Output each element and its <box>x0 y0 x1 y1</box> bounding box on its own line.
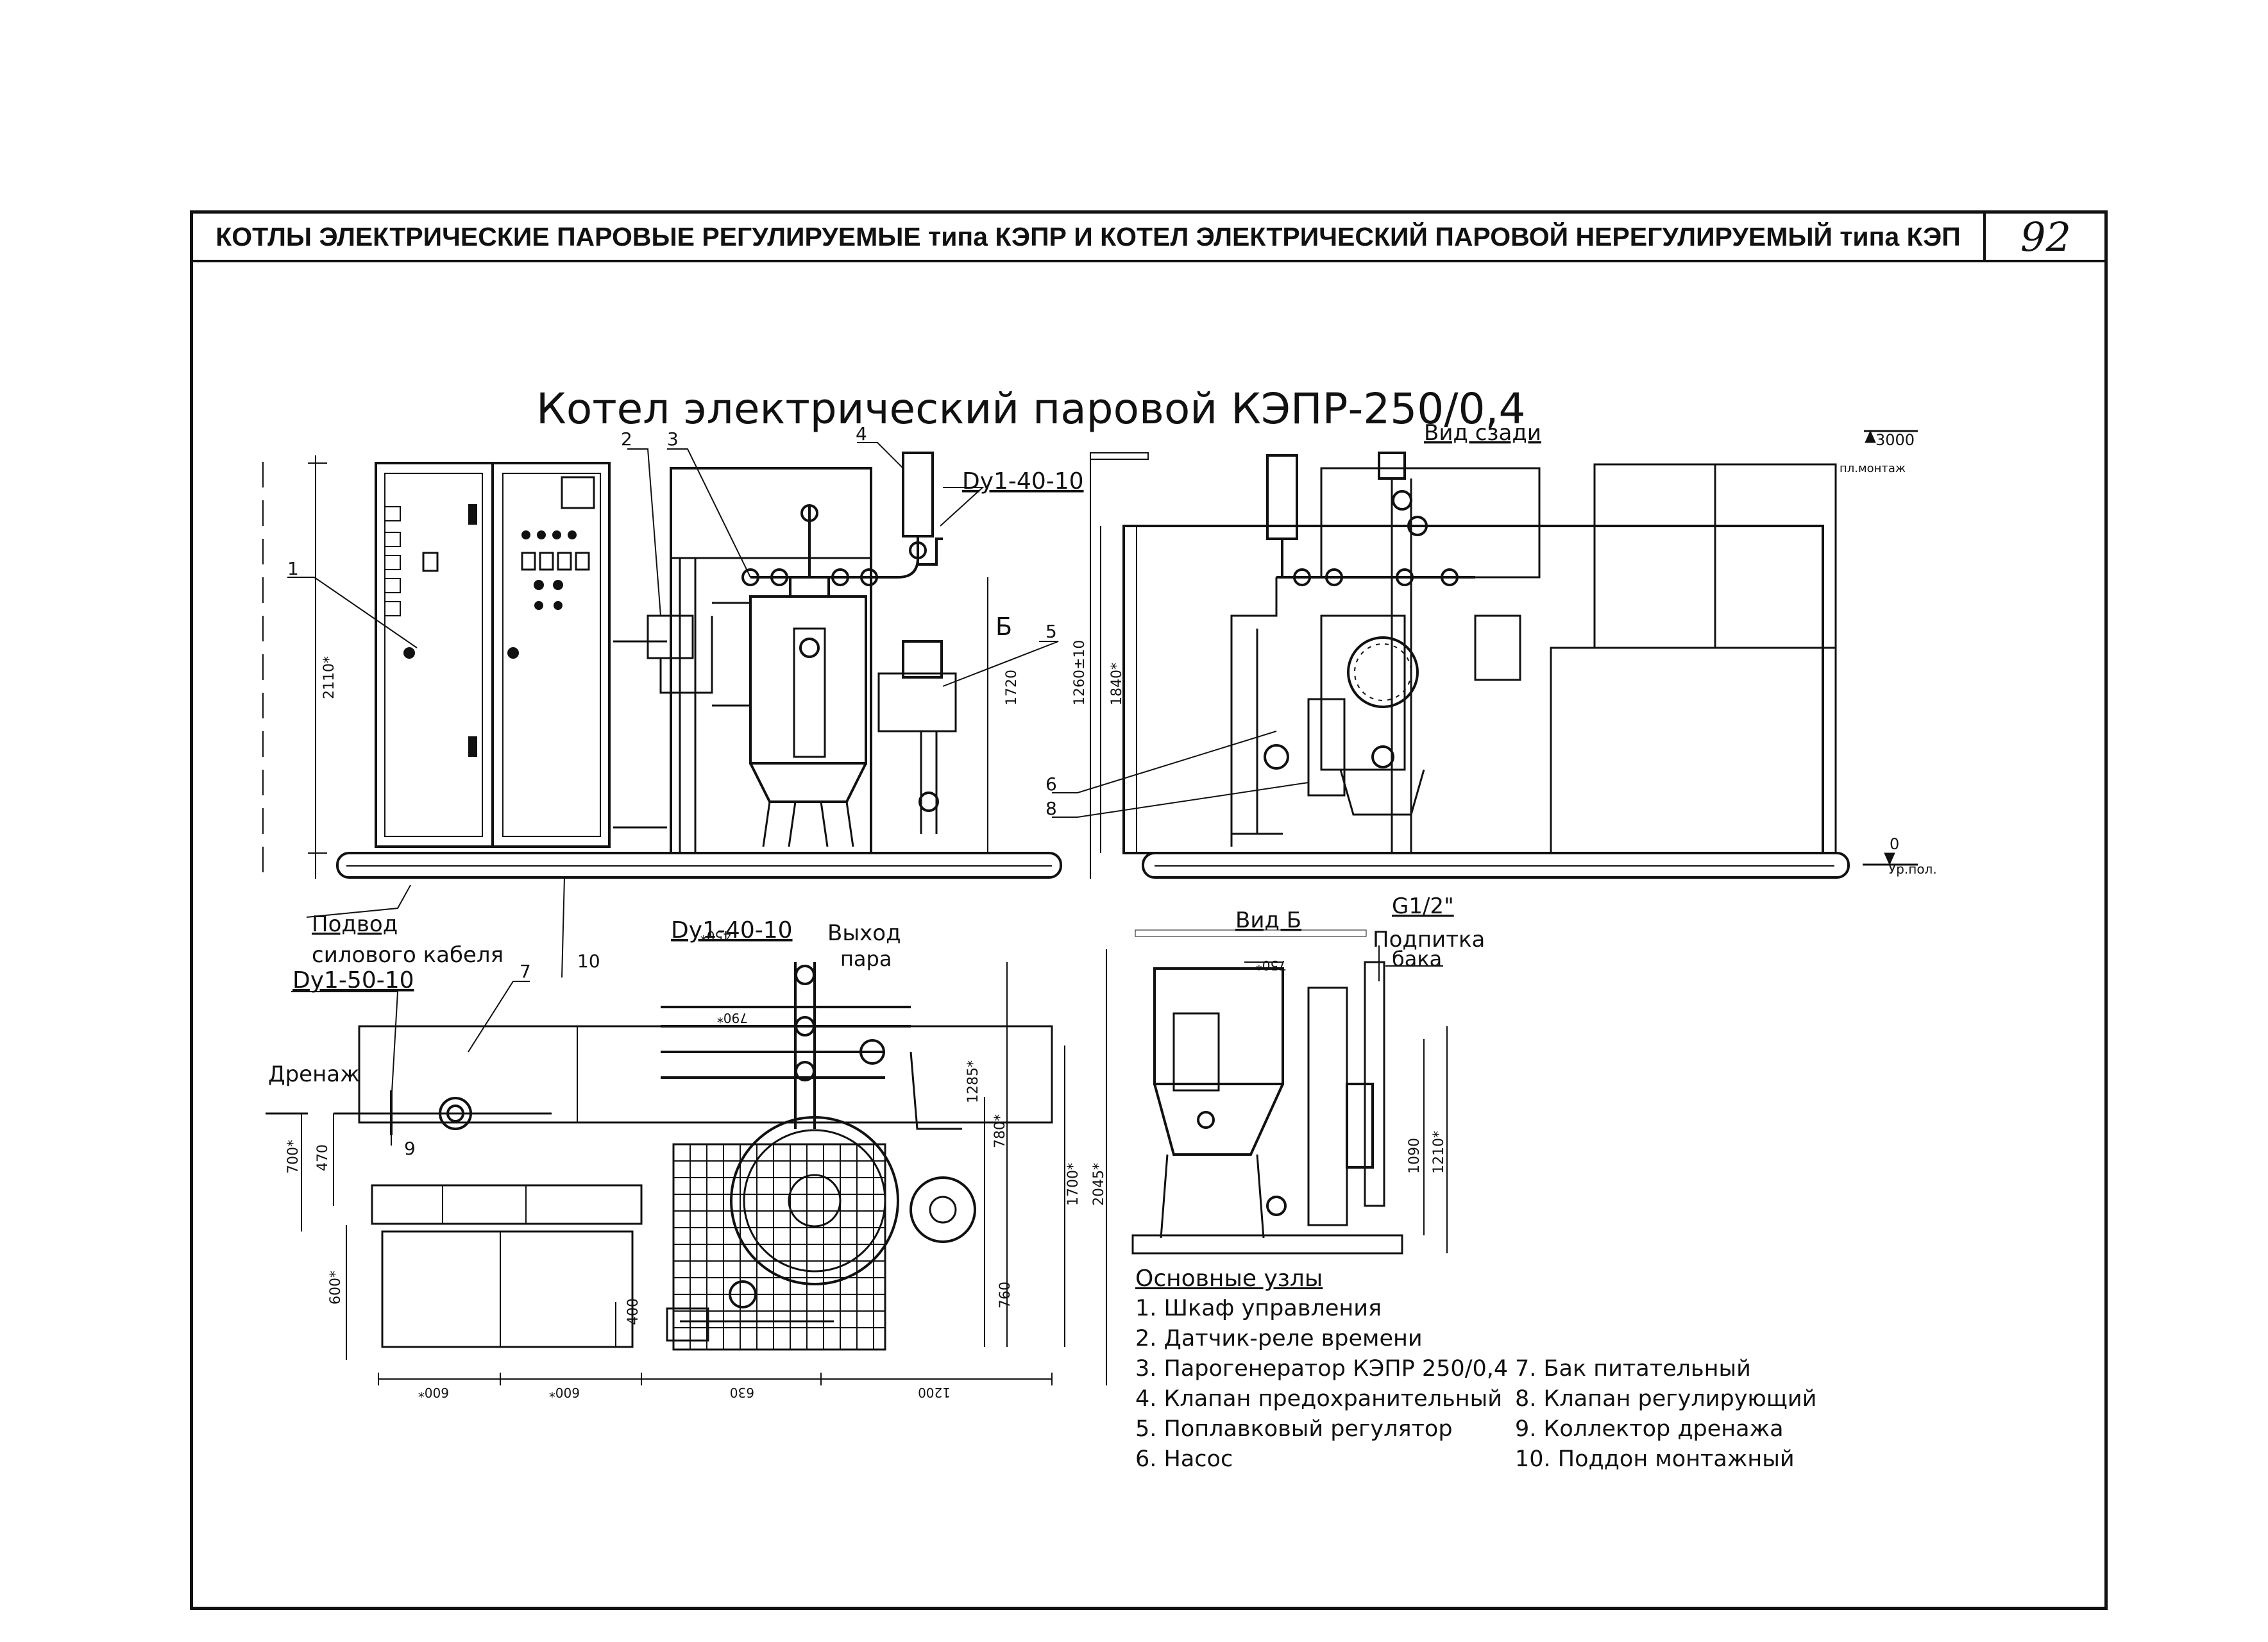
level-top-label: пл.монтаж <box>1840 462 1906 475</box>
legend-title: Основные узлы <box>1135 1265 1323 1292</box>
front-view <box>262 452 1062 879</box>
steam-outlet-line2: пара <box>840 947 892 971</box>
dim-790: 790* <box>717 1010 748 1026</box>
leader-lines <box>287 442 1380 1146</box>
dim-700: 700* <box>285 1140 301 1174</box>
pipe-dy50: Dy1-50-10 <box>292 967 414 994</box>
cable-feed-line1: Подвод <box>312 911 398 937</box>
legend-item: 8. Клапан регулирующий <box>1515 1386 1817 1412</box>
plan-view <box>266 949 1107 1385</box>
dim-1840: 1840* <box>1109 663 1125 706</box>
dim-2110: 2110* <box>321 656 337 699</box>
drawing-sheet: КОТЛЫ ЭЛЕКТРИЧЕСКИЕ ПАРОВЫЕ РЕГУЛИРУЕМЫЕ… <box>190 210 2108 1610</box>
legend-item: 5. Поплавковый регулятор <box>1135 1416 1453 1442</box>
page-number: 92 <box>1986 214 2106 262</box>
callout-5: 5 <box>1045 621 1057 642</box>
dim-760: 760 <box>997 1282 1013 1308</box>
section-b-mark: Б <box>995 613 1012 641</box>
cable-feed-line2: силового кабеля <box>312 942 504 968</box>
tank-makeup-line2: бака <box>1392 947 1442 971</box>
level-floor-value: 0 <box>1890 835 1899 853</box>
dim-1285: 1285* <box>965 1060 981 1103</box>
view-b <box>1131 929 1448 1255</box>
dim-600: 600* <box>328 1271 344 1305</box>
dim-400: 400 <box>625 1298 641 1325</box>
legend-item: 9. Коллектор дренажа <box>1515 1416 1784 1442</box>
dim-1720: 1720 <box>1004 670 1020 706</box>
drain-label: Дренаж <box>268 1062 360 1087</box>
pipe-dy40-plan: Dy1-40-10 <box>671 917 793 944</box>
dim-2045: 2045* <box>1091 1163 1107 1206</box>
legend-item: 10. Поддон монтажный <box>1515 1446 1795 1472</box>
view-b-label: Вид Б <box>1235 908 1301 933</box>
pipe-dy40-top: Dy1-40-10 <box>962 468 1084 495</box>
rear-view-label: Вид сзади <box>1424 420 1541 446</box>
fitting-g12: G1/2" <box>1392 893 1454 919</box>
tank-makeup-line1: Подпитка <box>1373 927 1485 952</box>
callout-3: 3 <box>667 428 679 450</box>
dim-1260: 1260±10 <box>1072 640 1088 706</box>
dim-1200: 1200 <box>918 1385 951 1400</box>
steam-outlet-line1: Выход <box>827 920 901 946</box>
callout-10: 10 <box>577 951 600 972</box>
dim-470: 470 <box>315 1144 331 1171</box>
dim-1700: 1700* <box>1065 1163 1081 1206</box>
dim-780: 780* <box>992 1114 1008 1148</box>
drawing-title: Котел электрический паровой КЭПР-250/0,4 <box>536 384 1525 434</box>
dim-600-b: 600* <box>549 1385 580 1400</box>
legend-item: 7. Бак питательный <box>1515 1356 1751 1382</box>
legend-item: 1. Шкаф управления <box>1135 1296 1382 1321</box>
legend-item: 4. Клапан предохранительный <box>1135 1386 1502 1412</box>
callout-2: 2 <box>621 428 632 450</box>
legend-item: 6. Насос <box>1135 1446 1233 1472</box>
dim-1090: 1090 <box>1407 1138 1423 1174</box>
callout-9: 9 <box>404 1138 416 1159</box>
callout-4: 4 <box>856 423 867 444</box>
dim-630: 630 <box>730 1385 754 1400</box>
legend-item: 3. Парогенератор КЭПР 250/0,4 <box>1135 1356 1509 1382</box>
dim-750: 750* <box>1256 958 1287 973</box>
callout-6: 6 <box>1045 774 1057 795</box>
legend-main-units-col2: 7. Бак питательный 8. Клапан регулирующи… <box>1515 1354 1816 1475</box>
sheet-header-title: КОТЛЫ ЭЛЕКТРИЧЕСКИЕ ПАРОВЫЕ РЕГУЛИРУЕМЫЕ… <box>193 214 1986 262</box>
legend-main-units: Основные узлы 1. Шкаф управления 2. Датч… <box>1135 1264 1508 1475</box>
rear-view <box>1090 430 1918 879</box>
dim-1210: 1210* <box>1431 1131 1447 1174</box>
callout-7: 7 <box>520 961 531 982</box>
callout-8: 8 <box>1045 798 1057 819</box>
dim-450: 450* <box>700 928 731 944</box>
callout-1: 1 <box>287 558 299 579</box>
dim-600-a: 600* <box>418 1385 449 1400</box>
level-floor-label: Ур.пол. <box>1888 861 1937 877</box>
level-top-value: 3000 <box>1875 431 1915 449</box>
legend-item: 2. Датчик-реле времени <box>1135 1326 1423 1351</box>
